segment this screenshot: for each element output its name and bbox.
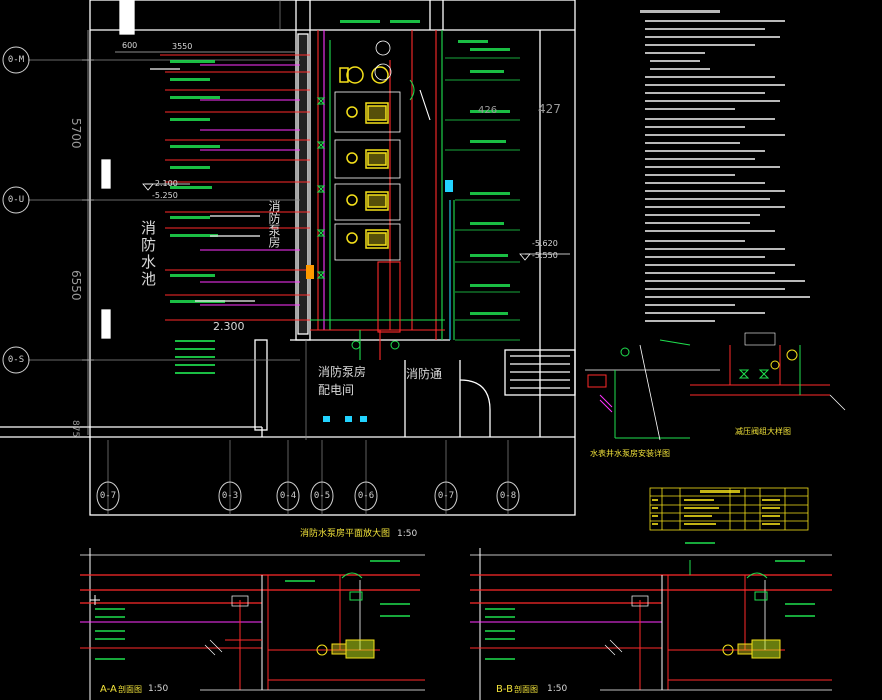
- section-a-drawing: [80, 548, 425, 700]
- elevation-label-3: -5.620: [532, 239, 558, 248]
- section-b-drawing: [470, 548, 832, 700]
- plan-annotation-text: [170, 20, 510, 374]
- section-b-title: B-B: [496, 684, 513, 695]
- valve-diagram: [690, 332, 846, 411]
- dim-3550: 3550: [172, 42, 193, 51]
- valve-icon: [316, 79, 415, 350]
- row-axis-tag: 0-S: [7, 355, 25, 365]
- right-leaders: [445, 57, 520, 341]
- vertical-pipes: [310, 30, 455, 360]
- dim-5700: 5700: [69, 118, 83, 149]
- grid-lines: [28, 0, 509, 515]
- room-label-pump-room: 消防泵房: [318, 365, 367, 379]
- elevation-markers: [142, 183, 570, 261]
- detail-diagram: [585, 339, 720, 441]
- pump-icon: [339, 66, 389, 249]
- section-b-scale: 1:50: [547, 684, 568, 694]
- row-axis-tag: 0-U: [7, 195, 25, 205]
- building-walls: [0, 0, 576, 516]
- detail-title: 水表井水泵房安装详图: [590, 449, 670, 458]
- column-axis-tag: 0-7: [437, 491, 455, 501]
- plan-annotation-text-white: [150, 68, 260, 302]
- dim-6550: 6550: [69, 270, 83, 301]
- elevation-label-1: -2.100: [152, 179, 178, 188]
- elevation-label-5: 2.300: [213, 320, 245, 333]
- room-label-pool: 消防水池: [139, 220, 157, 288]
- dim-875: 875: [70, 420, 80, 438]
- column-axis-tag: 0-7: [99, 491, 117, 501]
- valve-title: 减压阀组大样图: [735, 427, 791, 436]
- plan-view: [0, 0, 576, 516]
- room-label-distribution: 配电间: [318, 383, 355, 397]
- plan-scale: 1:50: [397, 529, 418, 539]
- axis-bubble-icon: [96, 481, 520, 511]
- equipment-table-text: [652, 490, 780, 525]
- column-axis-tag: 0-6: [357, 491, 375, 501]
- section-b-subtitle: 剖面图: [514, 685, 538, 694]
- section-a-title: A-A: [100, 684, 117, 695]
- section-a-subtitle: 剖面图: [118, 685, 142, 694]
- dimension-lines: [82, 30, 295, 435]
- section-b-annotation-text: [485, 542, 815, 660]
- dim-600: 600: [122, 41, 138, 50]
- design-notes: [640, 10, 810, 322]
- column-axis-tag: 0-8: [499, 491, 517, 501]
- plan-title: 消防水泵房平面放大图: [300, 529, 391, 539]
- elevation-label-4: -5.550: [532, 251, 558, 260]
- magenta-leaders: [200, 64, 300, 306]
- row-axis-tag: 0-M: [7, 55, 25, 65]
- column-axis-tag: 0-4: [279, 491, 297, 501]
- room-label-426: 426: [478, 105, 498, 116]
- elevation-label-2: -5.250: [152, 191, 178, 200]
- column-axis-tag: 0-5: [313, 491, 331, 501]
- section-a-annotation-text: [95, 560, 410, 660]
- red-leaders: [160, 54, 310, 321]
- room-label-fire-lane: 消防通: [406, 367, 443, 381]
- column-axis-tag: 0-3: [221, 491, 239, 501]
- room-label-pump-room-vertical: 消防泵房: [267, 200, 281, 248]
- pump-outlines: [334, 40, 401, 261]
- section-a-scale: 1:50: [148, 684, 169, 694]
- equipment-table: [649, 487, 809, 531]
- axis-bubble-icon: [2, 46, 30, 374]
- room-label-427: 427: [538, 102, 561, 116]
- cyan-markers: [306, 180, 453, 422]
